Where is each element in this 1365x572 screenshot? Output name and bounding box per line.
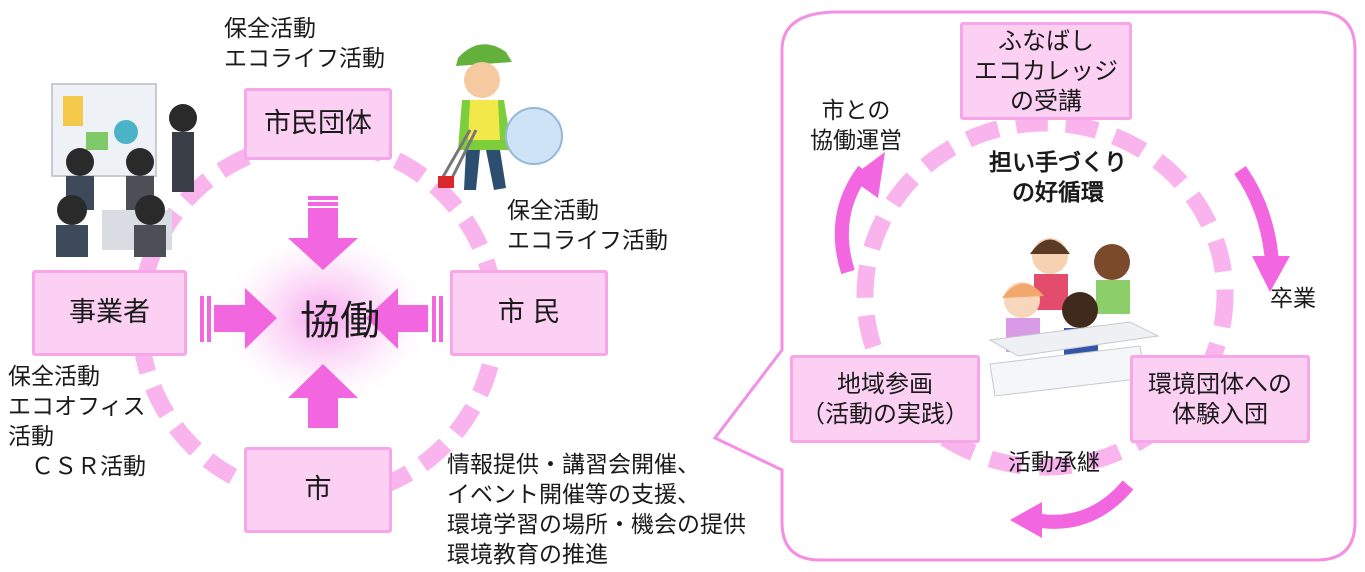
node-regional-participation: 地域参画 （活動の実践）	[790, 355, 980, 443]
volunteer-cleanup-illustration	[438, 44, 563, 190]
node-city: 市	[244, 447, 392, 533]
label-graduate: 卒業	[1270, 286, 1316, 312]
right-cycle-ring	[856, 114, 1234, 476]
node-business-label: 事業者	[69, 297, 150, 329]
node-eco-college-label: ふなばし エコカレッジ の受講	[974, 27, 1118, 115]
node-env-group-trial: 環境団体への 体験入団	[1130, 355, 1310, 443]
note-citizen-group: 保全活動 エコライフ活動	[224, 16, 385, 72]
cycle-title: 担い手づくり の好循環	[989, 150, 1127, 206]
arrows-to-center	[200, 196, 443, 428]
label-co-operation: 市との 協働運営	[810, 98, 902, 154]
node-regional-participation-label: 地域参画 （活動の実践）	[801, 370, 969, 428]
label-succession: 活動承継	[1008, 450, 1100, 476]
node-business: 事業者	[32, 270, 187, 356]
node-citizen: 市 民	[450, 270, 608, 356]
node-citizen-label: 市 民	[497, 297, 561, 329]
center-label-collaboration: 協働	[300, 298, 380, 344]
note-city: 情報提供・講習会開催、 イベント開催等の支援、 環境学習の場所・機会の提供 環境…	[447, 452, 746, 568]
students-illustration	[988, 238, 1160, 397]
center-glow	[215, 228, 435, 408]
node-env-group-trial-label: 環境団体への 体験入団	[1148, 370, 1292, 428]
note-citizen: 保全活動 エコライフ活動	[507, 198, 668, 254]
node-citizen-group-label: 市民団体	[264, 108, 372, 140]
node-citizen-group: 市民団体	[244, 88, 392, 160]
meeting-illustration	[51, 83, 197, 257]
note-business: 保全活動 エコオフィス 活動 ＣＳＲ活動	[8, 364, 146, 480]
node-eco-college: ふなばし エコカレッジ の受講	[960, 22, 1132, 120]
node-city-label: 市	[304, 474, 332, 506]
